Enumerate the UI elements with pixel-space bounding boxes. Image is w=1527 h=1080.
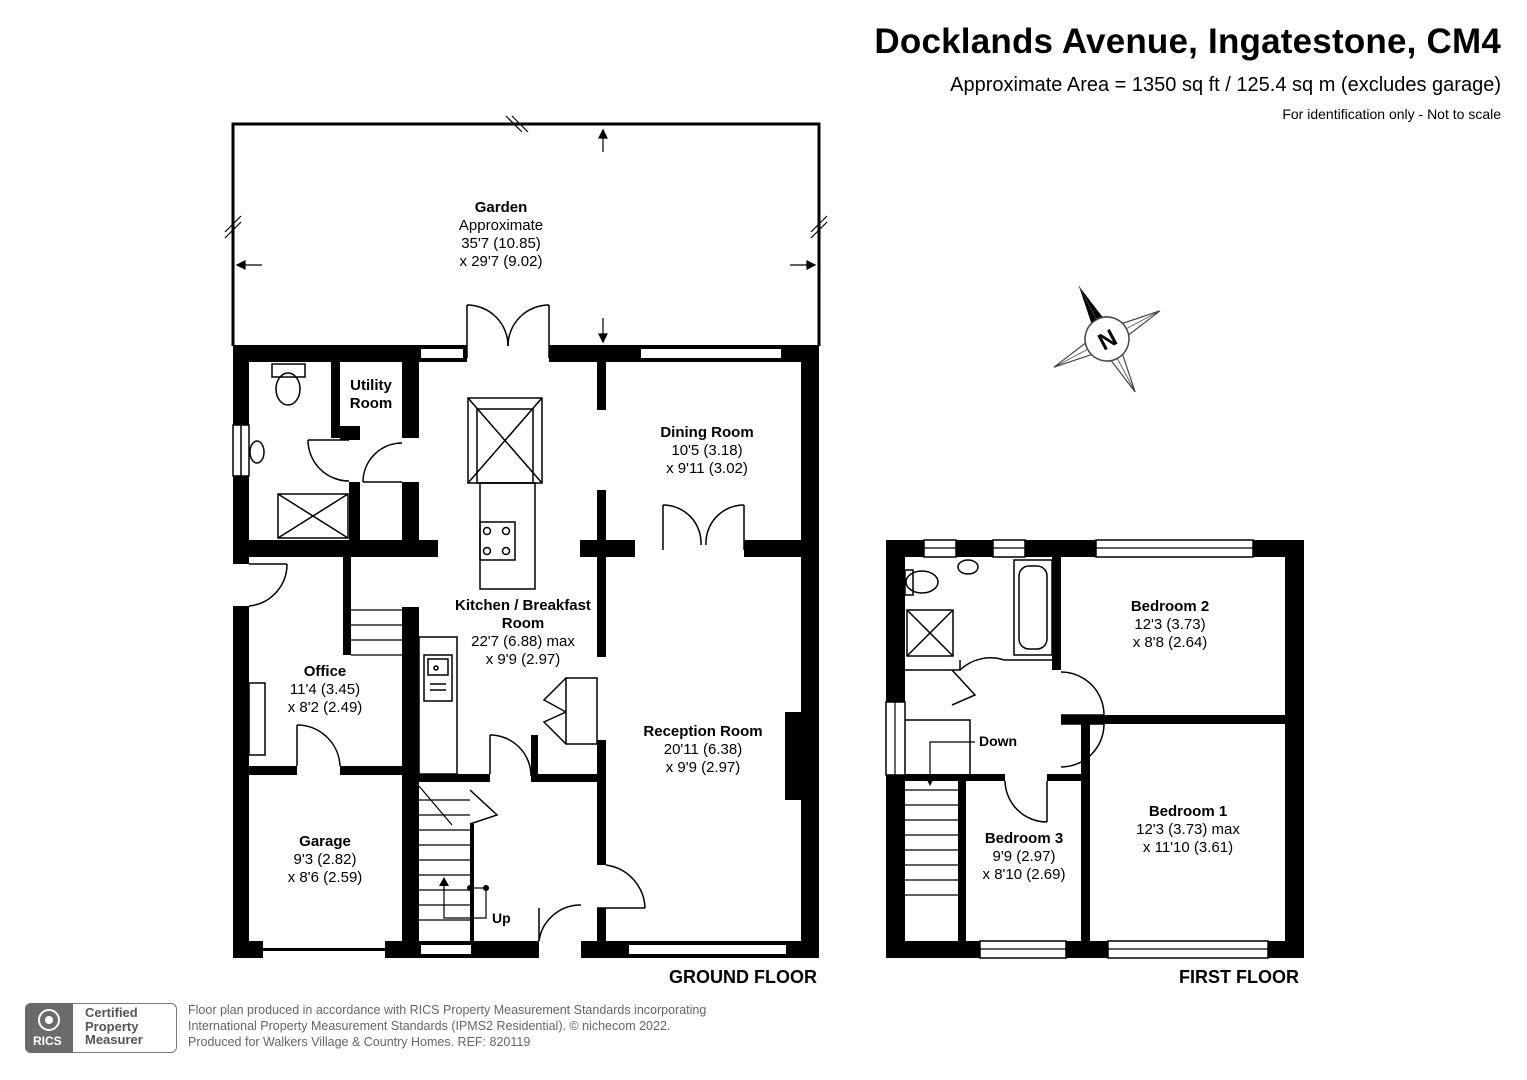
footer-line-2: International Property Measurement Stand… bbox=[188, 1019, 671, 1033]
room-label-garden: Garden Approximate 35'7 (10.85) x 29'7 (… bbox=[458, 199, 544, 270]
property-title: Docklands Avenue, Ingatestone, CM4 bbox=[874, 22, 1501, 61]
first-floor-doors bbox=[951, 657, 1105, 823]
room-label-garage: Garage 9'3 (2.82) x 8'6 (2.59) bbox=[287, 833, 363, 886]
garden-outline bbox=[231, 122, 821, 346]
ground-floor-fixtures bbox=[232, 363, 598, 921]
footer-line-1: Floor plan produced in accordance with R… bbox=[188, 1003, 707, 1017]
rics-certified-badge: RICS Certified Property Measurer bbox=[25, 1003, 177, 1053]
room-label-kitchen: Kitchen / Breakfast Room 22'7 (6.88) max… bbox=[455, 597, 591, 668]
room-label-office: Office 11'4 (3.45) x 8'2 (2.49) bbox=[287, 663, 363, 716]
north-compass: N bbox=[1053, 285, 1161, 393]
first-floor-fixtures bbox=[904, 559, 1053, 896]
rics-emblem-icon bbox=[38, 1009, 60, 1031]
first-floor-window-lines bbox=[894, 547, 1268, 950]
room-label-reception: Reception Room 20'11 (6.38) x 9'9 (2.97) bbox=[643, 723, 763, 776]
ground-floor-label: GROUND FLOOR bbox=[669, 967, 817, 987]
stairs-up-label: Up bbox=[492, 910, 511, 926]
rics-logo: RICS bbox=[25, 1003, 73, 1053]
room-label-bedroom-3: Bedroom 3 9'9 (2.97) x 8'10 (2.69) bbox=[982, 830, 1066, 883]
room-label-utility: Utility Room bbox=[349, 377, 393, 412]
footer-credits: Floor plan produced in accordance with R… bbox=[188, 1002, 788, 1050]
certified-property-measurer: Certified Property Measurer bbox=[85, 1005, 143, 1047]
room-label-bedroom-1: Bedroom 1 12'3 (3.73) max x 11'10 (3.61) bbox=[1136, 803, 1240, 856]
down-arrow bbox=[925, 776, 935, 786]
rics-wordmark: RICS bbox=[33, 1034, 62, 1048]
room-label-bedroom-2: Bedroom 2 12'3 (3.73) x 8'8 (2.64) bbox=[1130, 598, 1210, 651]
first-floor-label: FIRST FLOOR bbox=[1179, 967, 1299, 987]
stair-arrow bbox=[439, 877, 489, 891]
ground-floor-doors bbox=[248, 304, 745, 942]
identification-note: For identification only - Not to scale bbox=[1282, 106, 1501, 122]
stairs-down-label: Down bbox=[979, 733, 1018, 749]
ground-floor-walls bbox=[233, 345, 819, 958]
approximate-area: Approximate Area = 1350 sq ft / 125.4 sq… bbox=[950, 74, 1501, 96]
footer-line-3: Produced for Walkers Village & Country H… bbox=[188, 1035, 531, 1049]
garden-dimension-markers bbox=[224, 115, 828, 344]
room-label-dining: Dining Room 10'5 (3.18) x 9'11 (3.02) bbox=[660, 424, 754, 477]
